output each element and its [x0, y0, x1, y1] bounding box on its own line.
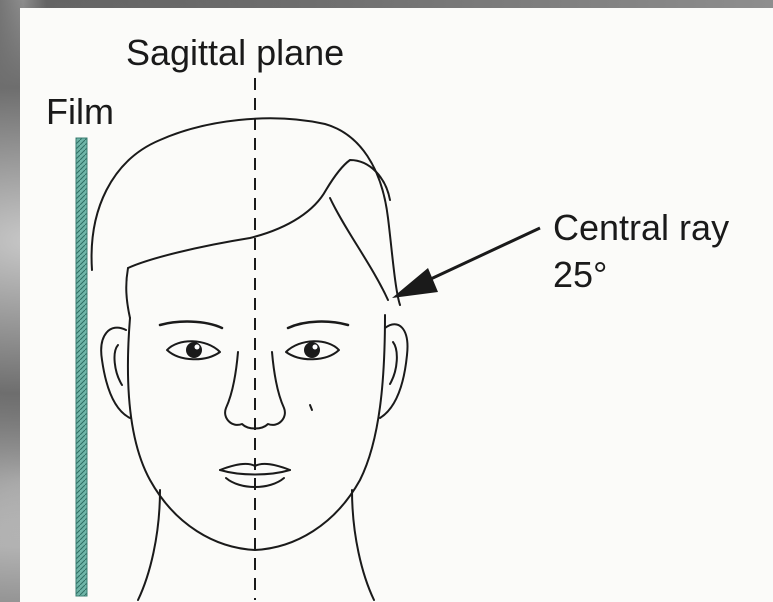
- right-eyebrow: [288, 322, 348, 328]
- hair-fringe: [128, 160, 390, 268]
- ray-angle-label: 25°: [553, 255, 607, 295]
- sagittal-plane-label: Sagittal plane: [126, 33, 344, 73]
- lip-line: [220, 470, 290, 475]
- right-pupil: [304, 342, 320, 358]
- film-strip: [76, 138, 87, 596]
- central-ray-label: Central ray: [553, 208, 729, 248]
- central-ray-arrowhead: [392, 268, 438, 298]
- left-pupil: [186, 342, 202, 358]
- left-eyebrow: [160, 322, 222, 328]
- left-ear: [101, 328, 130, 418]
- central-ray-arrow: [420, 228, 540, 284]
- neck-left: [138, 490, 160, 600]
- film-label: Film: [46, 92, 114, 132]
- hair-outline: [92, 118, 400, 305]
- neck-right: [352, 490, 374, 600]
